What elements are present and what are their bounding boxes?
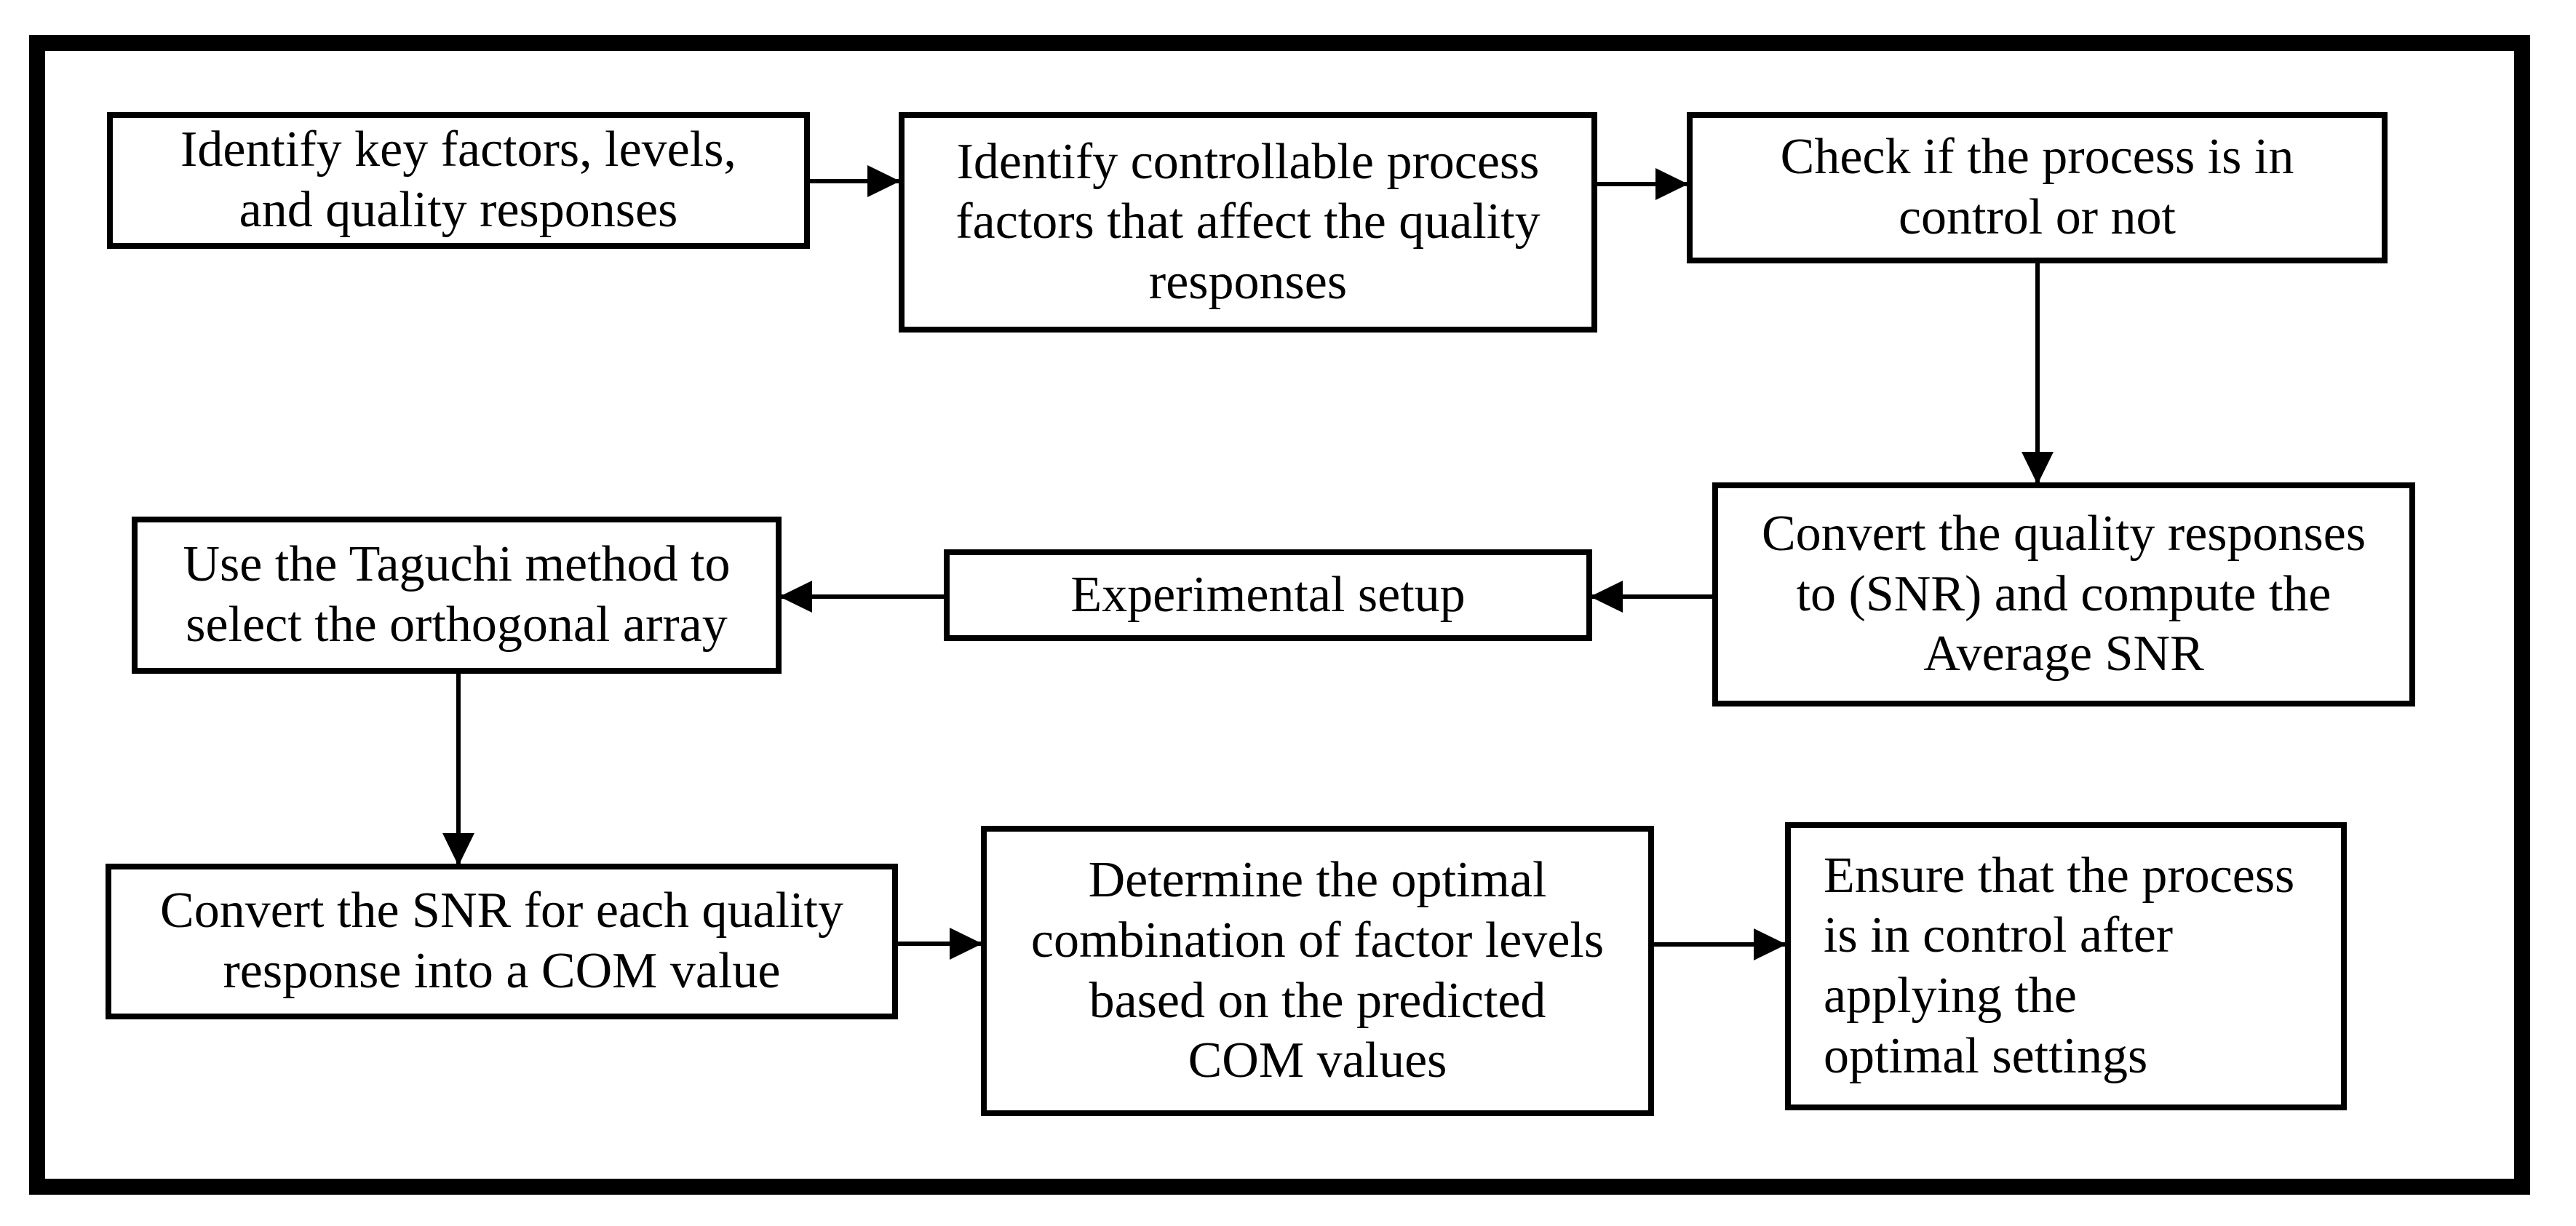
arrowhead-right-icon	[1655, 168, 1688, 200]
arrowhead-down-icon	[442, 833, 474, 866]
arrow-identify-factors-to-controllable-factors	[809, 163, 900, 199]
arrow-line	[780, 594, 945, 599]
arrow-experimental-setup-to-orthogonal-array	[779, 578, 945, 615]
arrowhead-left-icon	[1590, 581, 1623, 613]
step-convert-to-snr: Convert the quality responses to (SNR) a…	[1712, 482, 2415, 706]
arrow-controllable-factors-to-check-control	[1597, 166, 1688, 202]
step-identify-controllable-factors: Identify controllable process factors th…	[899, 112, 1597, 333]
step-select-orthogonal-array: Use the Taguchi method to select the ort…	[132, 517, 782, 674]
arrow-convert-com-to-determine-optimal	[897, 926, 982, 962]
arrow-line	[456, 673, 461, 865]
step-determine-optimal-combination: Determine the optimal combination of fac…	[981, 826, 1654, 1116]
arrowhead-right-icon	[950, 928, 982, 960]
arrow-line	[1653, 942, 1786, 947]
arrowhead-down-icon	[2022, 452, 2054, 485]
arrow-orthogonal-array-to-convert-com	[440, 673, 477, 866]
step-convert-snr-to-com: Convert the SNR for each quality respons…	[106, 864, 898, 1019]
arrow-determine-optimal-to-ensure-control	[1653, 926, 1786, 963]
step-identify-key-factors: Identify key factors, levels, and qualit…	[107, 112, 810, 249]
arrow-line	[1597, 182, 1687, 186]
arrowhead-right-icon	[1754, 928, 1786, 960]
arrow-line	[2035, 263, 2040, 484]
arrow-convert-snr-to-experimental-setup	[1590, 578, 1713, 615]
arrow-line	[897, 942, 982, 946]
arrow-line	[1591, 594, 1713, 599]
arrow-check-control-to-convert-snr	[2019, 263, 2056, 485]
arrowhead-left-icon	[779, 581, 812, 613]
arrowhead-right-icon	[867, 165, 900, 197]
step-check-process-control: Check if the process is in control or no…	[1687, 112, 2388, 263]
step-ensure-control-after-optimal: Ensure that the process is in control af…	[1785, 822, 2347, 1110]
arrow-line	[809, 179, 899, 183]
step-experimental-setup: Experimental setup	[944, 549, 1592, 641]
